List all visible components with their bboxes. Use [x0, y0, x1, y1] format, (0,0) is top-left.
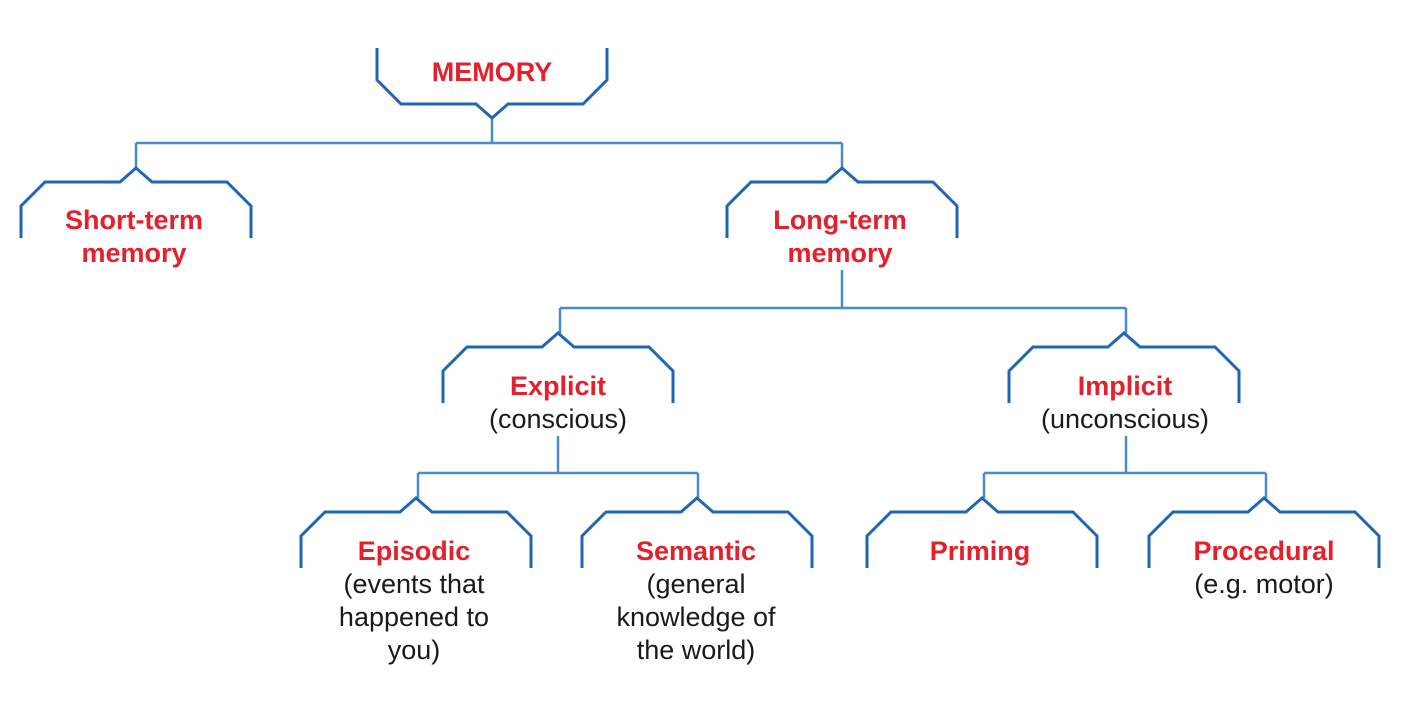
node-procedural: Procedural (e.g. motor)	[1193, 535, 1334, 601]
node-episodic-title: Episodic	[357, 536, 471, 566]
node-long-term-title-line1: Long-term	[773, 205, 907, 235]
bracket-procedural	[1147, 496, 1381, 568]
node-semantic-sub-line2: knowledge of	[616, 602, 776, 632]
bracket-long-term	[725, 166, 959, 238]
bracket-explicit	[441, 331, 675, 403]
bracket-priming	[865, 496, 1099, 568]
node-procedural-title: Procedural	[1193, 536, 1335, 566]
node-long-term-title-line2: memory	[787, 238, 893, 268]
brackets	[19, 48, 1381, 568]
node-semantic: Semantic (general knowledge of the world…	[616, 535, 775, 667]
node-explicit-sub: (conscious)	[488, 404, 628, 434]
node-semantic-title: Semantic	[635, 536, 757, 566]
node-short-term-title-line2: memory	[81, 238, 187, 268]
node-priming-title: Priming	[929, 536, 1031, 566]
node-episodic-sub-line2: happened to	[338, 602, 490, 632]
node-episodic: Episodic (events that happened to you)	[339, 535, 489, 667]
node-implicit: Implicit (unconscious)	[1041, 370, 1209, 436]
node-implicit-sub: (unconscious)	[1040, 404, 1210, 434]
node-procedural-sub: (e.g. motor)	[1194, 569, 1334, 599]
node-explicit: Explicit (conscious)	[489, 370, 627, 436]
bracket-implicit	[1007, 331, 1241, 403]
bracket-memory	[375, 48, 609, 120]
node-semantic-sub-line1: (general	[646, 569, 746, 599]
node-long-term-memory: Long-term memory	[773, 204, 906, 270]
bracket-semantic	[580, 496, 814, 568]
node-episodic-sub-line1: (events that	[343, 569, 485, 599]
node-memory: MEMORY	[432, 56, 553, 89]
connectors	[134, 118, 1268, 498]
node-short-term-memory: Short-term memory	[65, 204, 203, 270]
node-explicit-title: Explicit	[509, 371, 607, 401]
node-short-term-title-line1: Short-term	[64, 205, 204, 235]
node-priming: Priming	[930, 535, 1031, 568]
bracket-short-term	[19, 166, 253, 238]
node-semantic-sub-line3: the world)	[636, 635, 756, 665]
node-implicit-title: Implicit	[1077, 371, 1173, 401]
node-episodic-sub-line3: you)	[387, 635, 441, 665]
bracket-episodic	[299, 496, 533, 568]
node-memory-title: MEMORY	[431, 57, 553, 87]
